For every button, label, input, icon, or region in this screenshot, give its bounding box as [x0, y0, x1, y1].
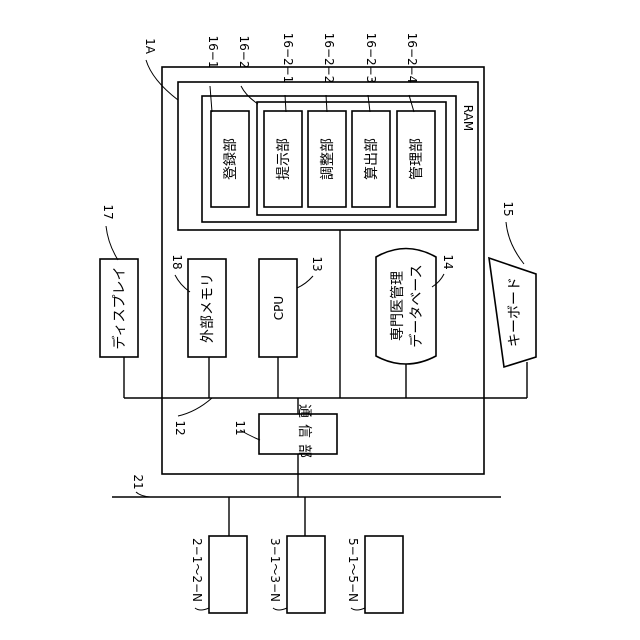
database-ref-label: 14: [441, 254, 455, 269]
display-ref-label: 17: [101, 204, 115, 219]
terminal-a-ref-leader: [195, 608, 209, 610]
registration-unit-ref-label: 16−1: [206, 36, 220, 69]
terminal-b-ref-leader: [273, 608, 287, 610]
terminal-a-box: [209, 536, 247, 613]
terminal-b-ref-label: 3−1〜3−N: [268, 538, 282, 602]
terminal-a-ref-label: 2−1〜2−N: [190, 538, 204, 602]
registration-unit-label: 登録部: [223, 138, 239, 180]
unit-group-ref-label: 16−2: [237, 36, 251, 69]
keyboard-ref-leader: [506, 222, 524, 264]
network-ref-label: 21: [131, 474, 145, 489]
network-ref-leader: [136, 492, 150, 497]
ram-label: RAM: [461, 105, 475, 131]
management-unit-label: 管理部: [409, 138, 425, 180]
cpu-ref-label: 13: [310, 256, 324, 271]
calculation-unit-label: 算出部: [364, 138, 380, 180]
terminal-c-ref-label: 5−1〜5−N: [346, 538, 360, 602]
device-ref-label: 1A: [143, 38, 157, 55]
management-unit-ref-label: 16−2−4: [405, 33, 419, 84]
adjustment-unit-ref-label: 16−2−2: [322, 33, 336, 84]
presentation-unit-ref-label: 16−2−1: [281, 33, 295, 84]
terminal-c-ref-leader: [351, 608, 365, 610]
keyboard-label: キーボード: [507, 277, 523, 347]
presentation-unit-label: 提示部: [276, 138, 292, 180]
database-label-line1: 専門医管理: [390, 271, 406, 341]
database-label-line2: データベース: [408, 264, 425, 347]
calculation-unit-ref-label: 16−2−3: [364, 33, 378, 84]
keyboard-ref-label: 15: [501, 201, 515, 216]
external-memory-label: 外部メモリ: [200, 273, 216, 343]
terminal-b-box: [287, 536, 325, 613]
terminal-c-box: [365, 536, 403, 613]
cpu-label: CPU: [272, 296, 286, 320]
display-label: ディスプレイ: [111, 266, 128, 349]
bus-ref-label: 12: [173, 420, 187, 435]
adjustment-unit-label: 調整部: [320, 138, 336, 180]
external-memory-ref-label: 18: [170, 254, 184, 269]
database-shape: [376, 249, 436, 365]
display-ref-leader: [106, 226, 118, 260]
